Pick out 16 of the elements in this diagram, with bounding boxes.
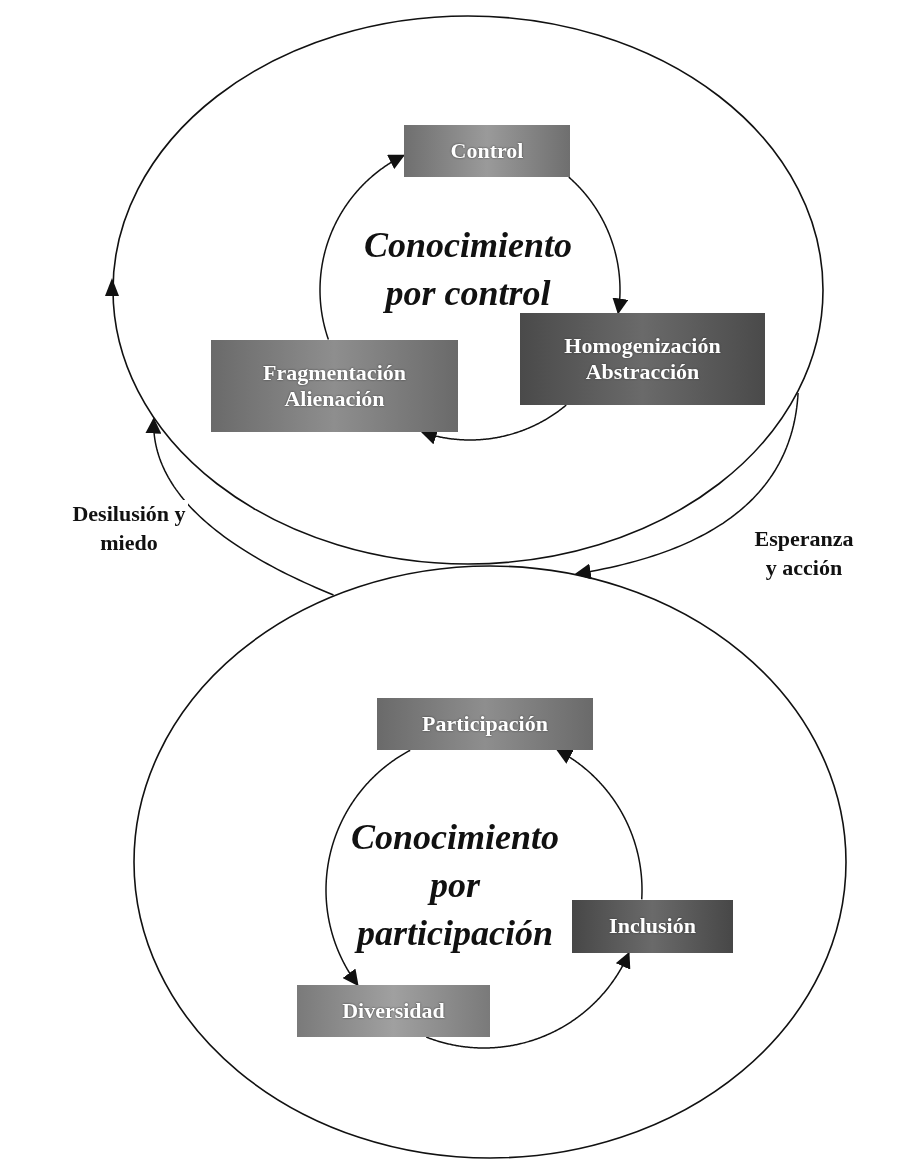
concept-box: Fragmentación Alienación [211, 340, 458, 432]
arrow [425, 951, 631, 1049]
concept-box: Participación [377, 698, 593, 750]
arrow [420, 404, 567, 445]
arrow [568, 176, 629, 315]
cycle-title: Conocimiento por control [363, 224, 573, 315]
arrow [319, 154, 405, 341]
arrow [555, 749, 643, 901]
arrow [325, 749, 411, 987]
concept-box: Control [404, 125, 570, 177]
concept-box: Diversidad [297, 985, 490, 1037]
arrow [574, 392, 799, 580]
cycle-title: Conocimiento por participación [350, 816, 560, 955]
concept-box: Homogenización Abstracción [520, 313, 765, 405]
arrow [145, 417, 335, 596]
concept-box: Inclusión [572, 900, 733, 953]
